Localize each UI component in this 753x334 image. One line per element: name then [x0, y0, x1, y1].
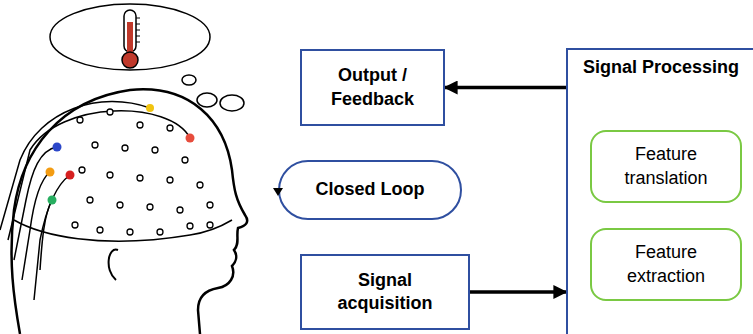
- panel-heading: Signal Processing: [583, 56, 739, 79]
- node-label: Signal acquisition: [310, 269, 460, 316]
- feature-box: Feature translation: [590, 130, 742, 203]
- processing-panel: Signal ProcessingFeature translationFeat…: [566, 48, 753, 334]
- acquisition-box: Signal acquisition: [300, 254, 470, 330]
- node-label: Output / Feedback: [310, 64, 435, 111]
- node-label: Feature extraction: [600, 241, 732, 288]
- loop-arrowhead: [272, 186, 284, 198]
- output-box: Output / Feedback: [300, 49, 445, 126]
- node-label: Feature translation: [600, 143, 732, 190]
- loop-pill: Closed Loop: [278, 160, 462, 220]
- node-label: Closed Loop: [316, 178, 425, 201]
- flow-arrow: [445, 86, 566, 90]
- flow-arrow: [470, 290, 566, 294]
- feature-box: Feature extraction: [590, 228, 742, 301]
